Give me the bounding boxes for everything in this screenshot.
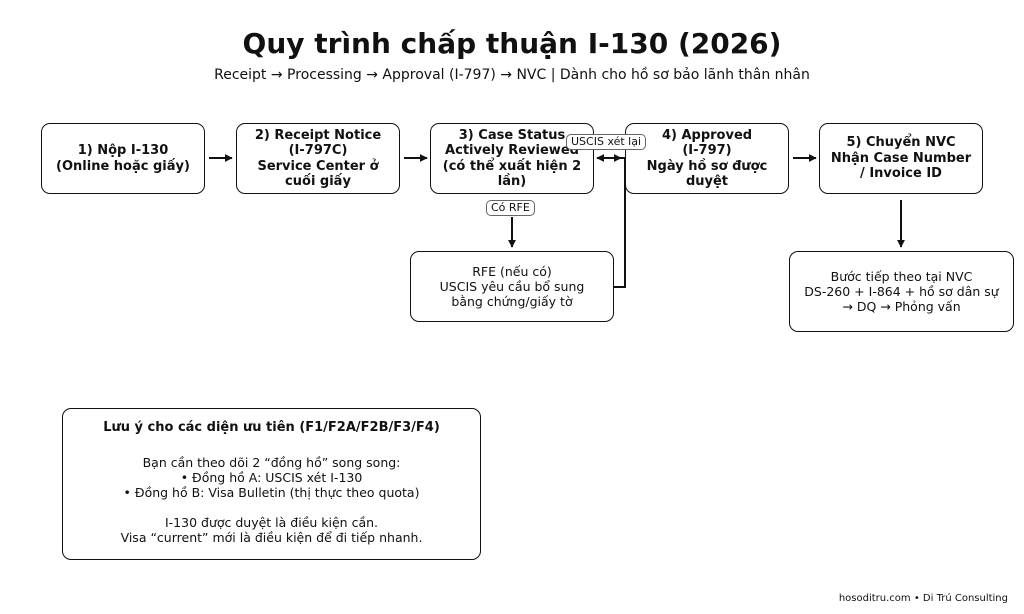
diagram-subtitle: Receipt → Processing → Approval (I-797) … bbox=[214, 67, 810, 83]
step-1-line: (Online hoặc giấy) bbox=[56, 158, 190, 174]
priority-note-box: Lưu ý cho các diện ưu tiên (F1/F2A/F2B/F… bbox=[62, 408, 481, 560]
step-4-line: 4) Approved bbox=[661, 127, 753, 143]
rfe-box: RFE (nếu có) USCIS yêu cầu bổ sung bằng … bbox=[410, 251, 614, 322]
step-3-line: 3) Case Status bbox=[458, 127, 566, 143]
step-2-line: cuối giấy bbox=[285, 174, 351, 189]
nvc-line: DS-260 + I-864 + hồ sơ dân sự bbox=[804, 284, 999, 299]
step-4-line: Ngày hồ sơ được bbox=[646, 158, 768, 174]
nvc-line: → DQ → Phỏng vấn bbox=[842, 299, 961, 314]
step-5-line: Nhận Case Number bbox=[830, 150, 972, 166]
step-5-line: 5) Chuyển NVC bbox=[846, 135, 956, 151]
arrow-rfe-review bbox=[596, 154, 626, 288]
diagram-title: Quy trình chấp thuận I-130 (2026) bbox=[242, 27, 782, 60]
step-2-line: 2) Receipt Notice bbox=[254, 127, 382, 143]
nvc-line: Bước tiếp theo tại NVC bbox=[830, 269, 973, 284]
note-title: Lưu ý cho các diện ưu tiên (F1/F2A/F2B/F… bbox=[103, 420, 440, 435]
step-5-box: 5) Chuyển NVC Nhận Case Number / Invoice… bbox=[819, 123, 983, 194]
footer-credit: hosoditru.com • Di Trú Consulting bbox=[838, 593, 1008, 604]
review-label: USCIS xét lại bbox=[566, 134, 647, 150]
rfe-line: RFE (nếu có) bbox=[472, 264, 552, 279]
step-4-line: duyệt bbox=[685, 174, 729, 189]
step-2-box: 2) Receipt Notice (I-797C) Service Cente… bbox=[236, 123, 400, 194]
step-4-line: (I-797) bbox=[682, 143, 732, 158]
step-1-line: 1) Nộp I-130 bbox=[77, 143, 169, 158]
step-2-line: Service Center ở bbox=[257, 158, 379, 174]
step-4-box: 4) Approved (I-797) Ngày hồ sơ được duyệ… bbox=[625, 123, 789, 194]
note-line: Bạn cần theo dõi 2 “đồng hồ” song song: bbox=[142, 455, 401, 470]
step-5-line: / Invoice ID bbox=[860, 166, 942, 182]
step-3-line: (có thể xuất hiện 2 bbox=[442, 158, 582, 174]
step-3-line: lần) bbox=[497, 174, 527, 189]
note-line: Visa “current” mới là điều kiện để đi ti… bbox=[120, 530, 423, 545]
rfe-line: bằng chứng/giấy tờ bbox=[451, 294, 573, 309]
note-line: I-130 được duyệt là điều kiện cần. bbox=[164, 515, 379, 530]
note-line: • Đồng hồ B: Visa Bulletin (thị thực the… bbox=[123, 485, 420, 500]
rfe-label: Có RFE bbox=[486, 200, 535, 216]
nvc-next-step-box: Bước tiếp theo tại NVC DS-260 + I-864 + … bbox=[789, 251, 1014, 332]
step-3-line: Actively Reviewed bbox=[445, 143, 579, 158]
step-2-line: (I-797C) bbox=[288, 143, 348, 158]
rfe-line: USCIS yêu cầu bổ sung bbox=[439, 279, 585, 294]
note-line: • Đồng hồ A: USCIS xét I-130 bbox=[180, 470, 363, 485]
step-1-box: 1) Nộp I-130 (Online hoặc giấy) bbox=[41, 123, 205, 194]
